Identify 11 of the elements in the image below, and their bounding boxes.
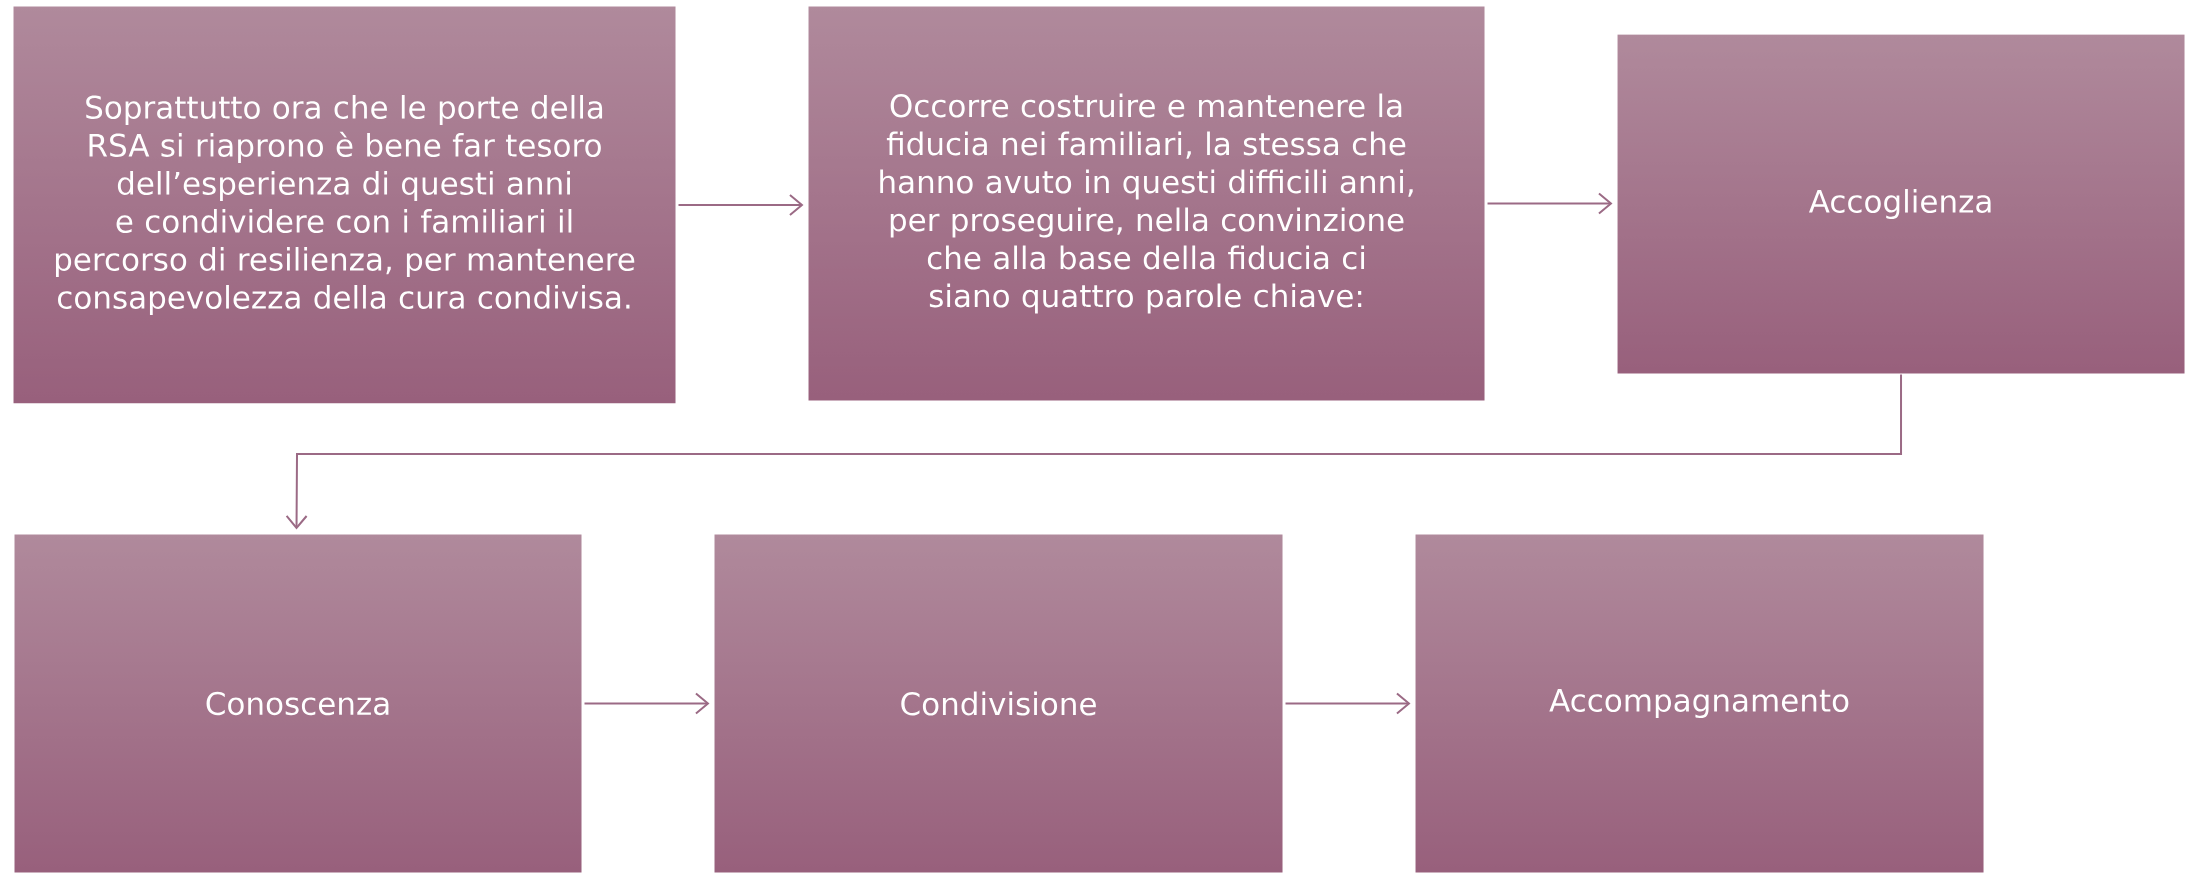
arrow <box>677 194 804 216</box>
process-box: Soprattutto ora che le porte della RSA si riaprono è bene far tesoro dell’esperienza di questi anni e condividere con i familiari il percorso di resilienza, per mantenere consapevolezza della cura condivisa. <box>12 5 677 405</box>
arrow <box>1486 192 1613 215</box>
process-box: Condivisione <box>713 533 1284 873</box>
process-box: Accoglienza <box>1616 33 2186 375</box>
arrow <box>583 692 710 715</box>
process-box: Accompagnamento <box>1414 533 1985 873</box>
process-box: Occorre costruire e mantenere la fiducia nei familiari, la stessa che hanno avuto in questi difficili anni, per proseguire, nella convinzione che alla base della fiducia ci siano quattro parole chiave: <box>807 5 1486 402</box>
arrow <box>285 373 1902 530</box>
process-box: Conoscenza <box>13 533 583 873</box>
arrow <box>1284 692 1411 715</box>
